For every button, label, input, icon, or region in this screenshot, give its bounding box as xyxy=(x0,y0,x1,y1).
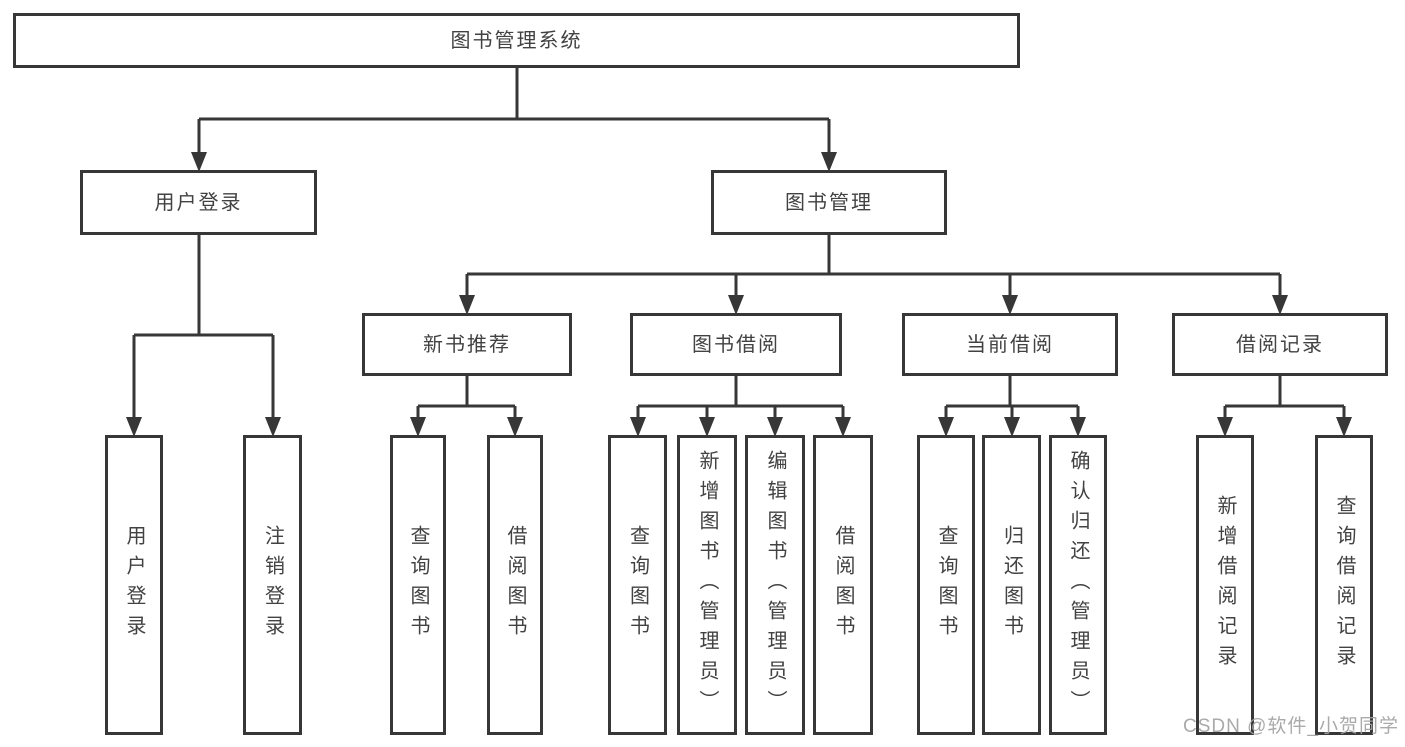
node-label: 查询图书 xyxy=(626,525,649,645)
node-leaf-bor-edit: 编辑图书（管理员） xyxy=(745,435,805,735)
watermark: CSDN @软件_小贺同学 xyxy=(1183,716,1399,737)
node-leaf-cur-return: 归还图书 xyxy=(982,435,1041,735)
node-leaf-user-login: 用户登录 xyxy=(105,435,163,735)
node-records: 借阅记录 xyxy=(1172,313,1388,376)
node-label: 查询图书 xyxy=(407,525,429,645)
node-label: 确认归还（管理员） xyxy=(1067,450,1089,720)
node-label: 编辑图书（管理员） xyxy=(764,450,786,720)
node-label: 新书推荐 xyxy=(423,333,511,356)
node-leaf-cur-confirm: 确认归还（管理员） xyxy=(1049,435,1107,735)
node-label: 查询图书 xyxy=(935,525,957,645)
node-leaf-cur-query: 查询图书 xyxy=(917,435,975,735)
node-leaf-rec-query: 查询图书 xyxy=(390,435,446,735)
node-label: 用户登录 xyxy=(154,191,243,214)
node-leaf-rec-borrow: 借阅图书 xyxy=(487,435,543,735)
node-leaf-bor-borrow: 借阅图书 xyxy=(813,435,873,735)
node-label: 图书管理 xyxy=(785,191,873,214)
node-borrow: 图书借阅 xyxy=(630,313,842,376)
node-leaf-bor-add: 新增图书（管理员） xyxy=(677,435,737,735)
node-label: 新增借阅记录 xyxy=(1214,495,1236,675)
node-current: 当前借阅 xyxy=(902,313,1118,376)
node-login: 用户登录 xyxy=(80,170,317,235)
node-leaf-bor-query: 查询图书 xyxy=(608,435,667,735)
node-mgmt: 图书管理 xyxy=(711,170,947,235)
node-label: 借阅记录 xyxy=(1236,333,1324,356)
node-label: 注销登录 xyxy=(261,525,284,645)
node-label: 借阅图书 xyxy=(504,525,526,645)
node-label: 借阅图书 xyxy=(832,525,854,645)
node-label: 查询借阅记录 xyxy=(1333,495,1355,675)
node-leaf-recd-add: 新增借阅记录 xyxy=(1196,435,1254,735)
node-label: 当前借阅 xyxy=(966,333,1054,356)
node-leaf-logout: 注销登录 xyxy=(243,435,302,735)
node-label: 用户登录 xyxy=(123,525,145,645)
node-label: 图书管理系统 xyxy=(450,29,583,52)
node-leaf-recd-query: 查询借阅记录 xyxy=(1315,435,1373,735)
node-label: 归还图书 xyxy=(1000,525,1023,645)
node-label: 新增图书（管理员） xyxy=(696,450,718,720)
node-root: 图书管理系统 xyxy=(13,13,1020,68)
node-label: 图书借阅 xyxy=(692,333,780,356)
node-recommend: 新书推荐 xyxy=(362,313,572,376)
